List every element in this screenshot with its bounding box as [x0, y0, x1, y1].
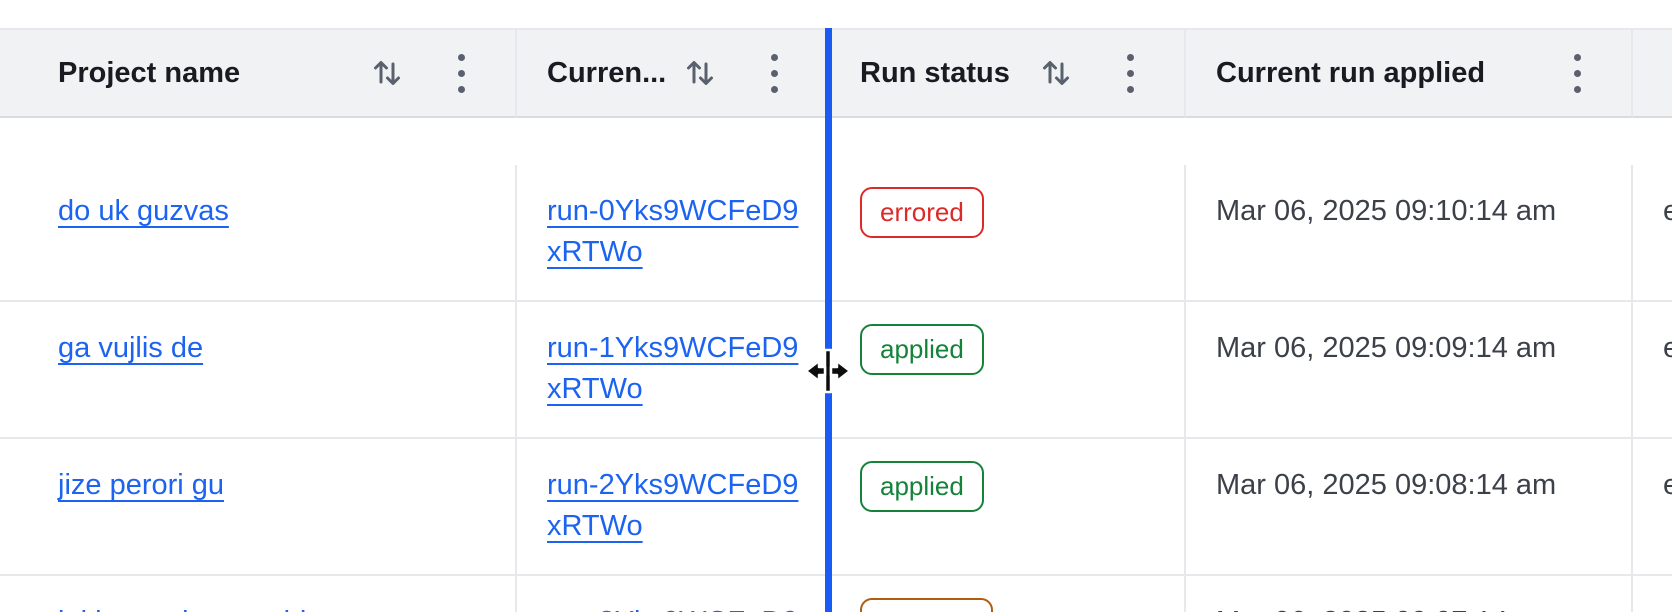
applied-timestamp: Mar 06, 2025 09:08:14 am	[1216, 469, 1557, 501]
sort-arrows-icon[interactable]	[372, 56, 402, 90]
run-link[interactable]: run-1Yks9WCFeD9xRTWo	[547, 332, 799, 405]
truncated-cell-text: e	[1663, 469, 1672, 501]
project-link[interactable]: jize perori gu	[58, 469, 225, 501]
project-name-cell: ga vujlis de	[28, 302, 517, 439]
project-name-cell: jize perori gu	[28, 439, 517, 576]
kebab-menu-icon[interactable]	[1121, 50, 1140, 97]
next-column-cell: e	[1633, 576, 1672, 612]
run-status-cell: applied	[830, 302, 1186, 439]
run-link[interactable]: run-2Yks9WCFeD9xRTWo	[547, 469, 799, 542]
column-header-current-run[interactable]: Curren...	[517, 28, 830, 118]
current-run-applied-cell: Mar 06, 2025 09:08:14 am	[1186, 439, 1633, 576]
run-status-cell: errored	[830, 165, 1186, 302]
next-column-cell: e	[1633, 302, 1672, 439]
current-run-cell: run-1Yks9WCFeD9xRTWo	[517, 302, 830, 439]
run-status-cell: planned	[830, 576, 1186, 612]
run-link[interactable]: run-3Yks9WCFeD9xRTWo	[547, 602, 799, 612]
project-link[interactable]: ga vujlis de	[58, 332, 204, 364]
applied-timestamp: Mar 06, 2025 09:07:14 am	[1216, 606, 1556, 612]
kebab-menu-icon[interactable]	[1568, 50, 1587, 97]
project-name-cell: jokbopu vipsu umbi	[28, 576, 517, 612]
column-title: Run status	[860, 56, 1010, 89]
next-column-cell: e	[1633, 165, 1672, 302]
project-link[interactable]: jokbopu vipsu umbi	[58, 606, 306, 612]
current-run-applied-cell: Mar 06, 2025 09:10:14 am	[1186, 165, 1633, 302]
run-status-cell: applied	[830, 439, 1186, 576]
status-badge: errored	[860, 187, 984, 239]
run-link[interactable]: run-0Yks9WCFeD9xRTWo	[547, 195, 799, 268]
sort-arrows-icon[interactable]	[685, 56, 715, 90]
truncated-cell-text: e	[1663, 606, 1672, 612]
projects-table: Project name Curren...	[0, 28, 1672, 612]
applied-timestamp: Mar 06, 2025 09:09:14 am	[1216, 332, 1557, 364]
column-header-project-name[interactable]: Project name	[28, 28, 517, 118]
col-resize-cursor	[804, 348, 852, 394]
project-name-cell: do uk guzvas	[28, 165, 517, 302]
truncated-cell-text: e	[1663, 195, 1672, 227]
kebab-menu-icon[interactable]	[765, 50, 784, 97]
kebab-menu-icon[interactable]	[452, 50, 471, 97]
current-run-cell: run-0Yks9WCFeD9xRTWo	[517, 165, 830, 302]
current-run-cell: run-3Yks9WCFeD9xRTWo	[517, 576, 830, 612]
next-column-cell: e	[1633, 439, 1672, 576]
column-header-run-status[interactable]: Run status	[830, 28, 1186, 118]
status-badge: planned	[860, 598, 993, 612]
applied-timestamp: Mar 06, 2025 09:10:14 am	[1216, 195, 1557, 227]
column-header-current-run-applied[interactable]: Current run applied	[1186, 28, 1633, 118]
sort-arrows-icon[interactable]	[1041, 56, 1071, 90]
status-badge: applied	[860, 324, 984, 376]
column-header-next-truncated[interactable]: V	[1633, 28, 1672, 118]
status-badge: applied	[860, 461, 984, 513]
column-title: Curren...	[547, 56, 667, 89]
column-title: Project name	[58, 56, 241, 89]
current-run-cell: run-2Yks9WCFeD9xRTWo	[517, 439, 830, 576]
current-run-applied-cell: Mar 06, 2025 09:09:14 am	[1186, 302, 1633, 439]
current-run-applied-cell: Mar 06, 2025 09:07:14 am	[1186, 576, 1633, 612]
column-resize-indicator[interactable]	[825, 28, 832, 612]
project-link[interactable]: do uk guzvas	[58, 195, 229, 227]
truncated-cell-text: e	[1663, 332, 1672, 364]
column-title: Current run applied	[1216, 56, 1486, 89]
